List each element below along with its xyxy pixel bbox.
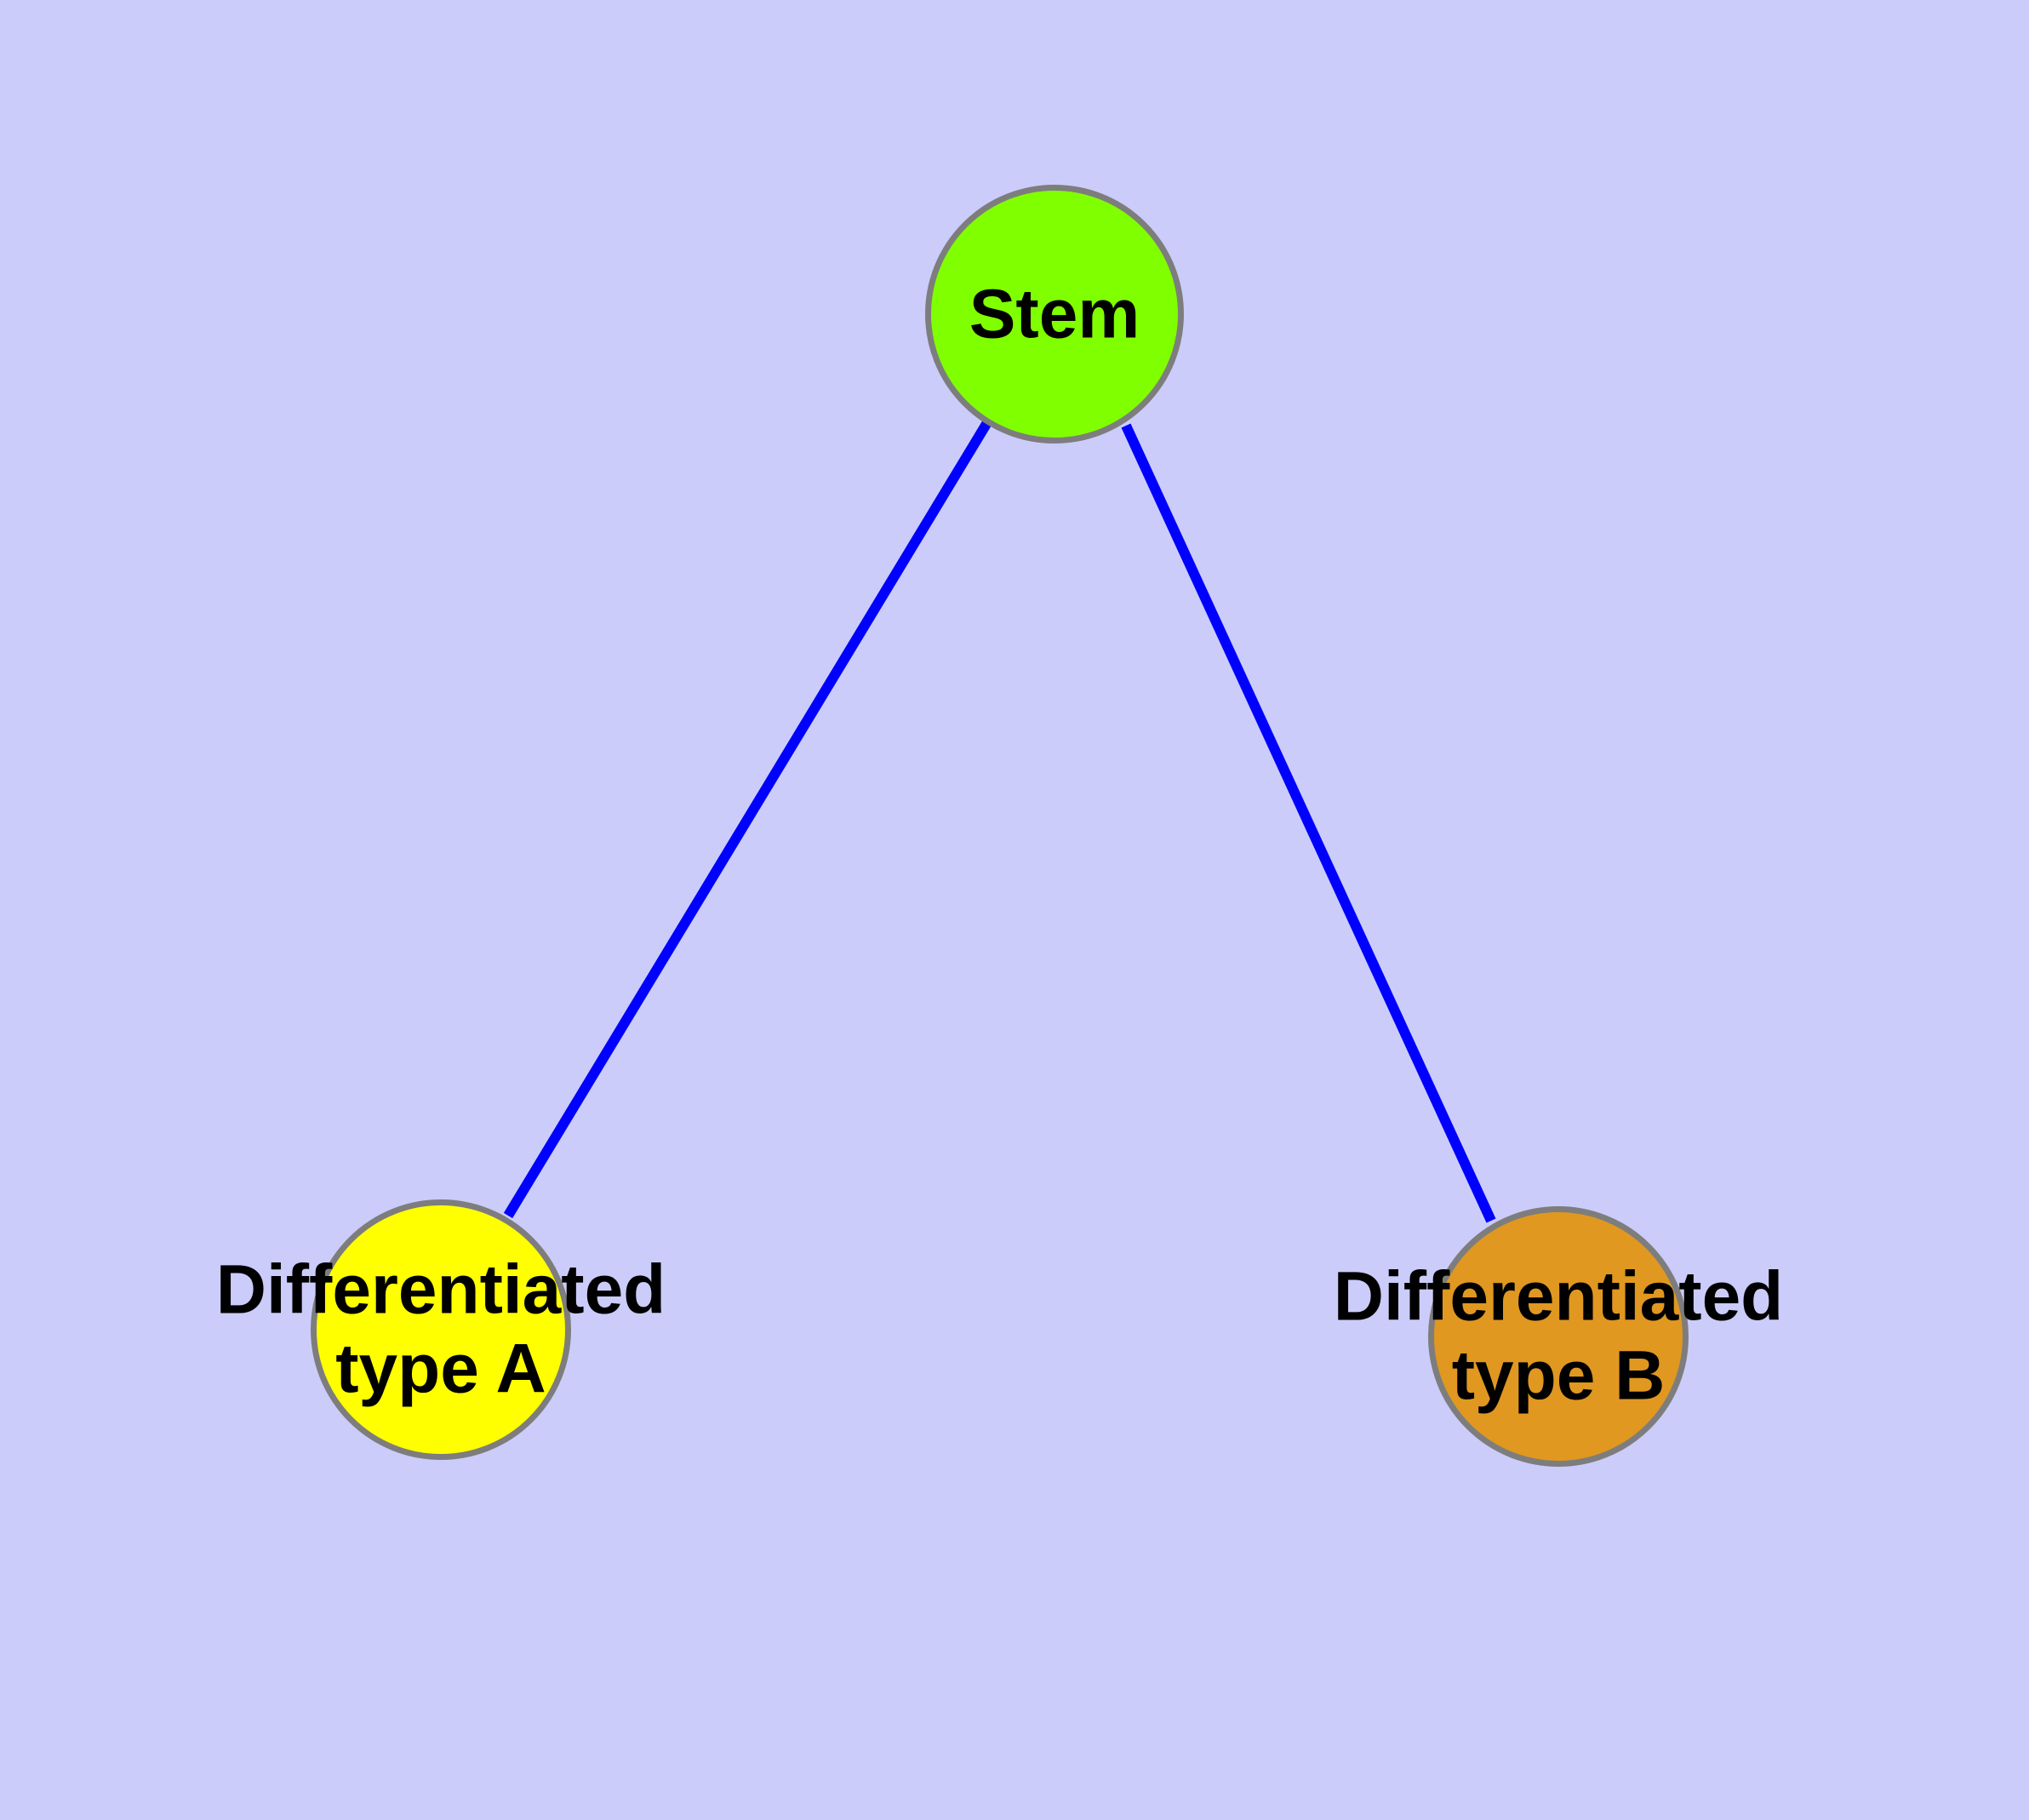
node-differentiated-type-b-circle[interactable] bbox=[1428, 1206, 1689, 1467]
node-differentiated-type-a-circle[interactable] bbox=[311, 1199, 571, 1460]
node-stem[interactable]: Stem bbox=[925, 185, 1184, 444]
node-differentiated-type-b[interactable]: Differentiated type B bbox=[1334, 1206, 1783, 1467]
edge-stem-to-diff-a bbox=[503, 421, 992, 1219]
node-differentiated-type-a[interactable]: Differentiated type A bbox=[216, 1199, 666, 1460]
node-stem-circle[interactable] bbox=[925, 185, 1184, 444]
edge-stem-to-diff-b bbox=[1121, 423, 1496, 1223]
